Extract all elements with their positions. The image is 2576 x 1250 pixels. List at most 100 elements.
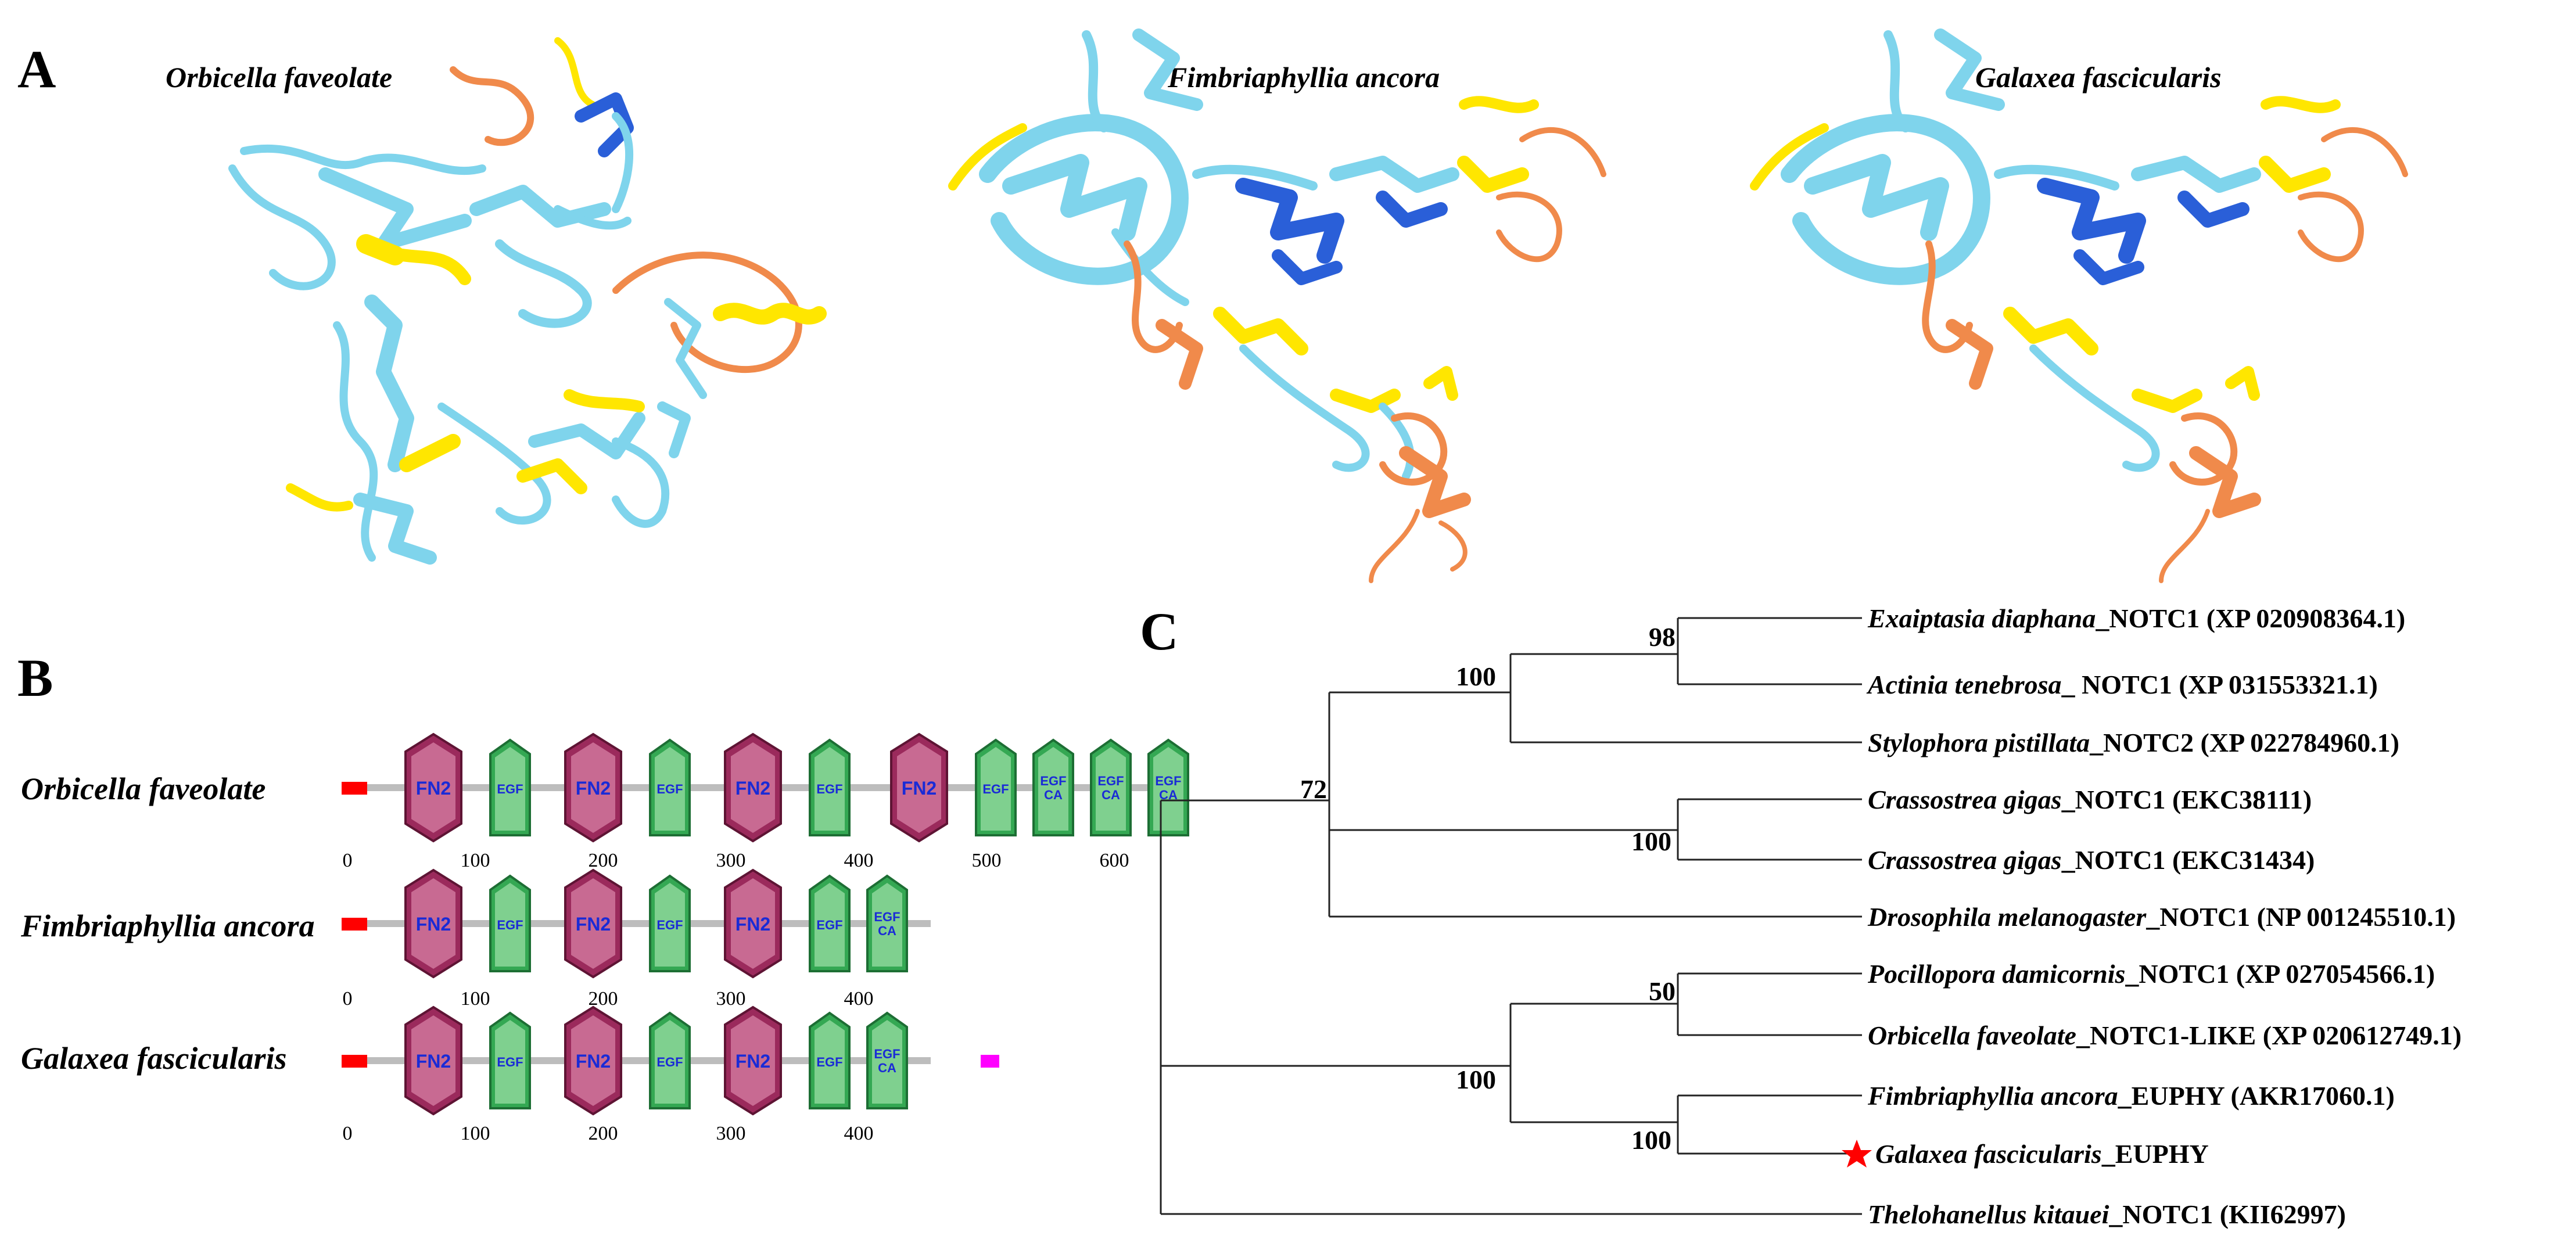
- protein-structure-orbicella: [228, 37, 827, 565]
- fn2-domain-face: [731, 742, 775, 833]
- domain-row-label-galaxea: Galaxea fascicularis: [21, 1041, 286, 1076]
- tree-leaf-label: Thelohanellus kitauei_NOTC1 (KII62997): [1868, 1199, 2346, 1229]
- egf-domain-face: [1096, 747, 1126, 831]
- egf-domain-label: EGF: [656, 782, 683, 796]
- egf-domain-face: [981, 747, 1011, 831]
- phylogenetic-tree: [1160, 617, 1862, 1215]
- fn2-domain-face: [897, 742, 941, 833]
- egf-domain-face: [815, 747, 845, 831]
- tree-leaf-label: Crassostrea gigas_NOTC1 (EKC38111): [1868, 785, 2312, 814]
- axis-tick-label: 400: [844, 988, 874, 1010]
- protein-structure-galaxea: [1750, 28, 2408, 583]
- tree-leaf-label: Drosophila melanogaster_NOTC1 (NP 001245…: [1867, 902, 2456, 932]
- axis-tick-label: 400: [844, 850, 874, 871]
- egf-domain-label: EGF: [497, 1055, 523, 1069]
- egf-domain-face: [655, 1020, 685, 1104]
- egf-ca-domain-label: EGF: [874, 910, 900, 924]
- egf-domain-label: EGF: [816, 782, 842, 796]
- structure-title-orbicella: Orbicella faveolate: [166, 61, 392, 94]
- tree-leaf-label: Exaiptasia diaphana_NOTC1 (XP 020908364.…: [1867, 604, 2405, 633]
- signal-peptide: [342, 782, 367, 795]
- transmembrane-region: [981, 1055, 999, 1068]
- egf-domain-label: EGF: [497, 918, 523, 932]
- domain-row-label-fimbriaphyllia: Fimbriaphyllia ancora: [20, 908, 315, 943]
- egf-domain-face: [495, 747, 525, 831]
- axis-tick-label: 500: [972, 850, 1002, 871]
- tree-leaf-label: Crassostrea gigas_NOTC1 (EKC31434): [1868, 845, 2315, 875]
- panel-b-letter: B: [17, 648, 53, 707]
- fn2-domain-face: [571, 1015, 615, 1106]
- bootstrap-value: 100: [1456, 1065, 1496, 1094]
- egf-ca-domain-label: EGF: [1155, 774, 1181, 788]
- tree-leaf-label: Galaxea fascicularis_EUPHY: [1875, 1139, 2209, 1169]
- axis-tick-label: 300: [716, 850, 746, 871]
- bootstrap-value: 50: [1649, 976, 1676, 1006]
- tree-leaf-label: Actinia tenebrosa_ NOTC1 (XP 031553321.1…: [1866, 670, 2378, 699]
- structure-title-fimbriaphyllia: Fimbriaphyllia ancora: [1167, 61, 1440, 94]
- egf-domain-face: [872, 1020, 902, 1104]
- axis-tick-label: 100: [461, 1123, 490, 1144]
- egf-domain-label: EGF: [656, 918, 683, 932]
- fn2-domain-label: FN2: [416, 778, 451, 799]
- axis-tick-label: 0: [343, 988, 353, 1010]
- fn2-domain-face: [411, 1015, 455, 1106]
- axis-tick-label: 200: [589, 1123, 618, 1144]
- signal-peptide: [342, 918, 367, 931]
- axis-tick-label: 600: [1100, 850, 1129, 871]
- egf-ca-domain-label: CA: [878, 924, 896, 938]
- axis-tick-label: 100: [461, 850, 490, 871]
- fn2-domain-label: FN2: [902, 778, 937, 799]
- egf-domain-face: [1038, 747, 1068, 831]
- tree-leaf-label: Orbicella faveolate_NOTC1-LIKE (XP 02061…: [1868, 1021, 2462, 1050]
- egf-domain-label: EGF: [816, 1055, 842, 1069]
- axis-tick-label: 100: [461, 988, 490, 1010]
- axis-tick-label: 200: [589, 850, 618, 871]
- egf-domain-label: EGF: [982, 782, 1009, 796]
- panel-a-letter: A: [17, 39, 56, 99]
- fn2-domain-label: FN2: [736, 914, 770, 935]
- egf-domain-face: [655, 883, 685, 967]
- egf-domain-label: EGF: [497, 782, 523, 796]
- panel-c-letter: C: [1140, 602, 1178, 661]
- fn2-domain-label: FN2: [736, 778, 770, 799]
- bootstrap-value: 100: [1631, 1125, 1671, 1155]
- egf-domain-face: [815, 883, 845, 967]
- tree-leaf-label: Pocillopora damicornis_NOTC1 (XP 0270545…: [1867, 959, 2435, 989]
- fn2-domain-face: [571, 878, 615, 969]
- egf-domain-face: [495, 883, 525, 967]
- egf-domain-face: [495, 1020, 525, 1104]
- protein-structure-fimbriaphyllia: [948, 28, 1606, 583]
- egf-domain-face: [815, 1020, 845, 1104]
- bootstrap-value: 72: [1300, 774, 1327, 804]
- egf-ca-domain-label: EGF: [1040, 774, 1066, 788]
- egf-domain-label: EGF: [816, 918, 842, 932]
- egf-ca-domain-label: EGF: [874, 1047, 900, 1061]
- highlight-star-icon: [1842, 1140, 1872, 1168]
- bootstrap-value: 100: [1631, 827, 1671, 856]
- axis-tick-label: 300: [716, 1123, 746, 1144]
- fn2-domain-label: FN2: [576, 778, 611, 799]
- fn2-domain-label: FN2: [736, 1051, 770, 1072]
- axis-tick-label: 400: [844, 1123, 874, 1144]
- egf-domain-label: EGF: [656, 1055, 683, 1069]
- structure-title-galaxea: Galaxea fascicularis: [1975, 61, 2222, 94]
- fn2-domain-face: [411, 878, 455, 969]
- axis-tick-label: 300: [716, 988, 746, 1010]
- fn2-domain-label: FN2: [576, 1051, 611, 1072]
- domain-row-label-orbicella: Orbicella faveolate: [21, 771, 266, 806]
- egf-domain-face: [655, 747, 685, 831]
- bootstrap-value: 100: [1456, 662, 1496, 691]
- signal-peptide: [342, 1055, 367, 1068]
- egf-ca-domain-label: EGF: [1097, 774, 1124, 788]
- tree-leaf-label: Fimbriaphyllia ancora_EUPHY (AKR17060.1): [1867, 1081, 2395, 1111]
- egf-ca-domain-label: CA: [1044, 788, 1063, 802]
- fn2-domain-face: [731, 1015, 775, 1106]
- fn2-domain-face: [571, 742, 615, 833]
- axis-tick-label: 0: [343, 850, 353, 871]
- axis-tick-label: 0: [343, 1123, 353, 1144]
- fn2-domain-label: FN2: [576, 914, 611, 935]
- fn2-domain-face: [731, 878, 775, 969]
